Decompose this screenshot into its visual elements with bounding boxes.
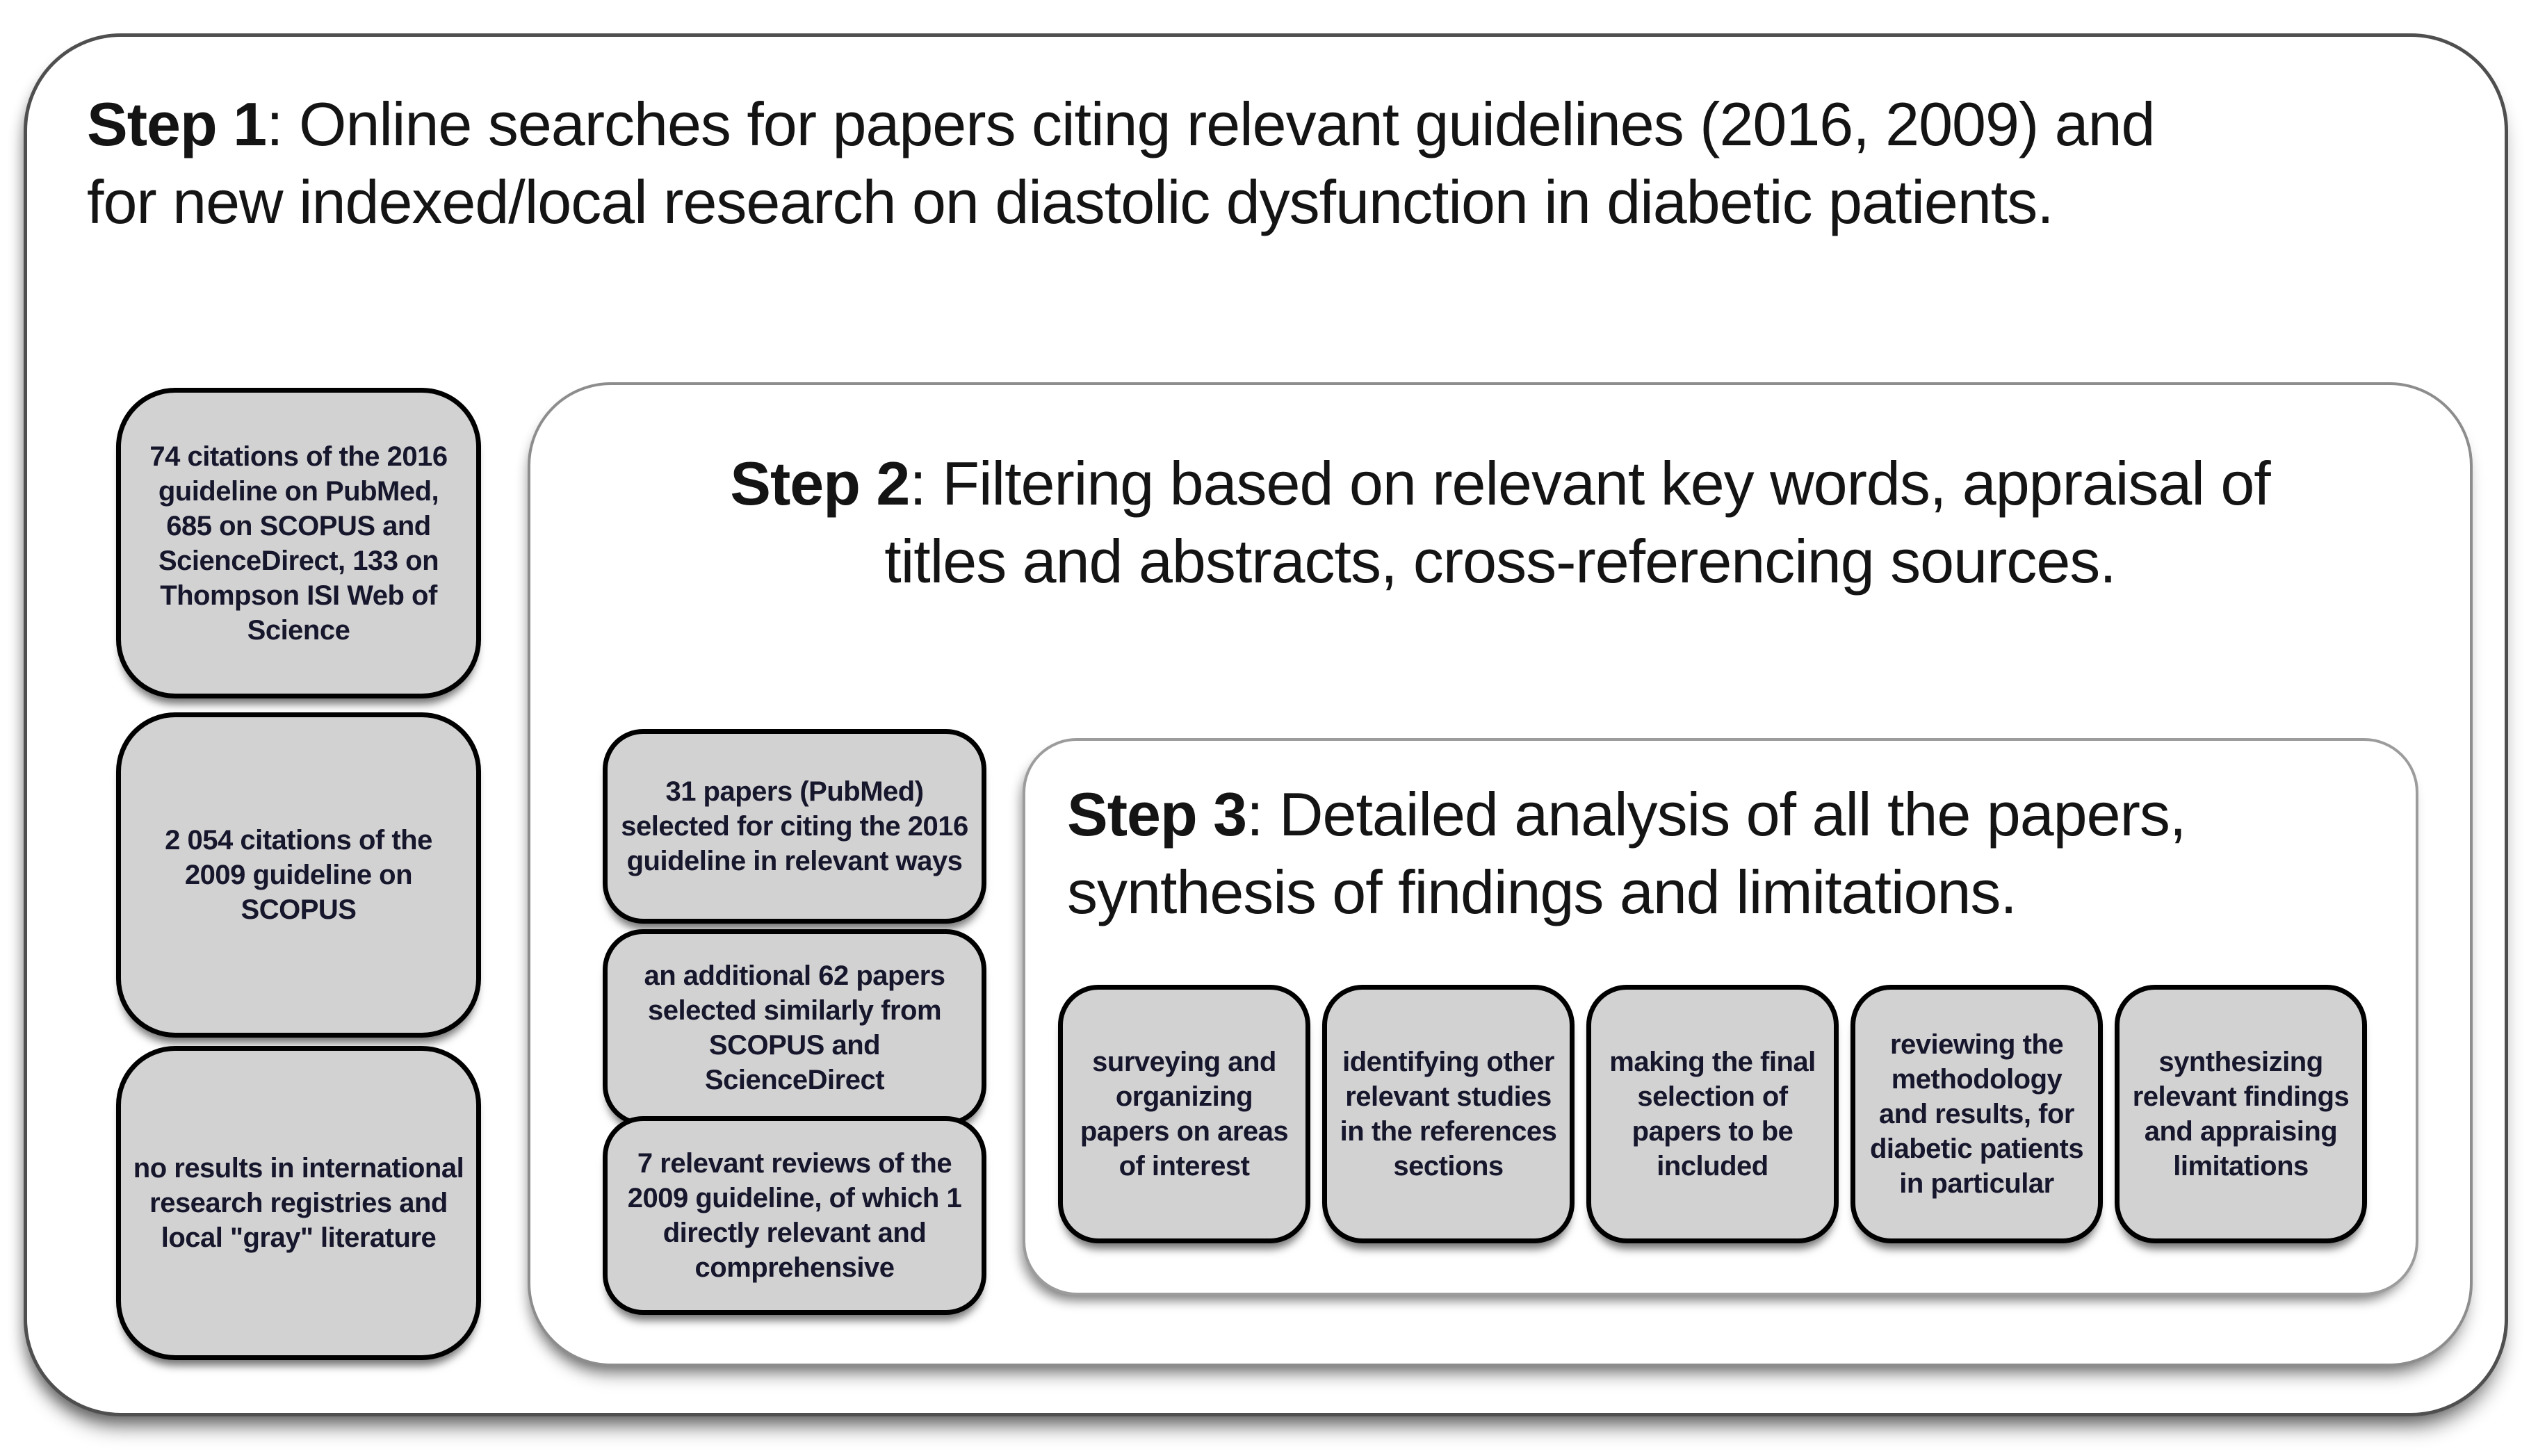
step2-panel: Step 2: Filtering based on relevant key …: [528, 382, 2473, 1366]
step2-label: Step 2: [730, 449, 910, 518]
step1-result-box-pubmed-scopus: 74 citations of the 2016 guideline on Pu…: [116, 388, 481, 698]
step3-title: Step 3: Detailed analysis of all the pap…: [1067, 776, 2388, 931]
step2-title: Step 2: Filtering based on relevant key …: [558, 445, 2442, 600]
step2-box-additional-papers: an additional 62 papers selected similar…: [603, 929, 986, 1126]
step3-box-synthesizing: synthesizing relevant findings and appra…: [2115, 985, 2367, 1243]
box-text: 74 citations of the 2016 guideline on Pu…: [149, 441, 448, 646]
step1-title-text: : Online searches for papers citing rele…: [87, 90, 2155, 236]
box-text: making the final selection of papers to …: [1609, 1047, 1816, 1181]
box-text: no results in international research reg…: [133, 1153, 464, 1253]
step3-panel: Step 3: Detailed analysis of all the pap…: [1023, 738, 2418, 1295]
step2-title-text: : Filtering based on relevant key words,…: [884, 449, 2270, 596]
step1-result-box-gray-literature: no results in international research reg…: [116, 1046, 481, 1360]
step2-box-relevant-reviews: 7 relevant reviews of the 2009 guideline…: [603, 1116, 986, 1315]
step1-panel: Step 1: Online searches for papers citin…: [24, 33, 2508, 1416]
step1-title: Step 1: Online searches for papers citin…: [87, 85, 2471, 241]
box-text: 31 papers (PubMed) selected for citing t…: [621, 776, 968, 876]
step1-result-box-2009-citations: 2 054 citations of the 2009 guideline on…: [116, 712, 481, 1038]
step2-box-pubmed-selected: 31 papers (PubMed) selected for citing t…: [603, 729, 986, 924]
box-text: an additional 62 papers selected similar…: [644, 960, 945, 1095]
box-text: 2 054 citations of the 2009 guideline on…: [165, 825, 432, 925]
step3-box-surveying: surveying and organizing papers on areas…: [1058, 985, 1310, 1243]
box-text: synthesizing relevant findings and appra…: [2132, 1047, 2350, 1181]
box-text: reviewing the methodology and results, f…: [1869, 1029, 2084, 1199]
box-text: identifying other relevant studies in th…: [1340, 1047, 1557, 1181]
step1-label: Step 1: [87, 90, 267, 158]
step3-box-final-selection: making the final selection of papers to …: [1586, 985, 1839, 1243]
box-text: 7 relevant reviews of the 2009 guideline…: [627, 1148, 962, 1283]
step3-box-identifying: identifying other relevant studies in th…: [1322, 985, 1575, 1243]
step3-title-text: : Detailed analysis of all the papers, s…: [1067, 780, 2186, 926]
box-text: surveying and organizing papers on areas…: [1080, 1047, 1289, 1181]
step3-label: Step 3: [1067, 780, 1247, 849]
step3-box-reviewing-methodology: reviewing the methodology and results, f…: [1850, 985, 2103, 1243]
